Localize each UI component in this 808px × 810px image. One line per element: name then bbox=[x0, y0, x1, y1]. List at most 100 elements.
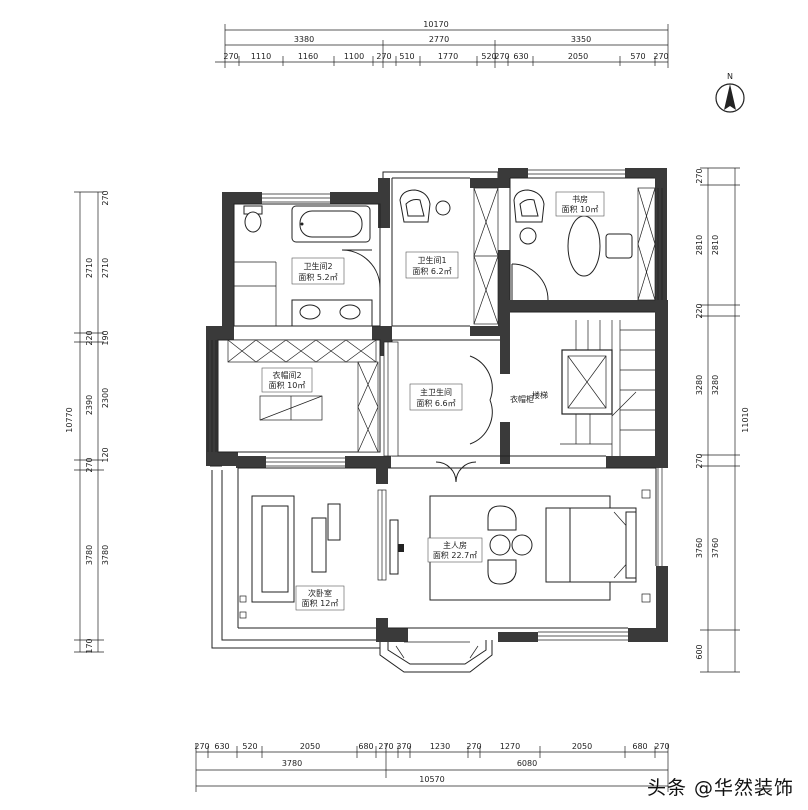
staircase bbox=[560, 320, 655, 456]
svg-text:卫生间1: 卫生间1 bbox=[417, 255, 446, 265]
left-total-dim: 10770 bbox=[65, 407, 74, 432]
bottom-detail-dim: 680 bbox=[358, 742, 373, 751]
bathtub-icon bbox=[291, 205, 371, 243]
room-label-bath2: 卫生间2 面积 5.2㎡ bbox=[291, 257, 345, 285]
north-arrow-icon: N bbox=[715, 72, 745, 113]
top-dimension-lines: 10170 3380 2770 3350 270 1110 1160 1100 … bbox=[215, 20, 669, 68]
door-swing-icon bbox=[341, 249, 381, 289]
top-dim-seg-2: 2770 bbox=[429, 35, 449, 44]
left-dim-seg: 220 bbox=[85, 330, 94, 345]
walls bbox=[206, 168, 668, 642]
left-dim-seg: 3780 bbox=[101, 545, 110, 565]
left-dim-seg: 2710 bbox=[101, 258, 110, 278]
top-detail-dim: 270 bbox=[376, 52, 391, 61]
right-dim-seg: 3280 bbox=[711, 375, 720, 395]
svg-text:次卧室: 次卧室 bbox=[308, 588, 332, 598]
right-dim-seg: 2810 bbox=[711, 235, 720, 255]
room-label-bedroom2: 次卧室 面积 12㎡ bbox=[295, 585, 345, 611]
room-label-stair: 楼梯 bbox=[532, 390, 548, 400]
room-label-bath1: 卫生间1 面积 6.2㎡ bbox=[405, 251, 459, 279]
room-label-study: 书房 面积 10㎡ bbox=[555, 191, 605, 217]
bottom-detail-dim: 2050 bbox=[572, 742, 592, 751]
right-dim-seg: 3280 bbox=[695, 375, 704, 395]
top-detail-dim: 520 bbox=[481, 52, 496, 61]
right-dim-seg: 220 bbox=[695, 303, 704, 318]
bottom-detail-dim: 630 bbox=[214, 742, 229, 751]
bottom-detail-dim: 270 bbox=[194, 742, 209, 751]
door-swing-icon bbox=[511, 263, 549, 301]
svg-text:卫生间2: 卫生间2 bbox=[303, 261, 332, 271]
bottom-total-dim: 10570 bbox=[419, 775, 444, 784]
top-dim-seg-1: 3380 bbox=[294, 35, 314, 44]
cabinet-label: 衣帽柜 bbox=[510, 394, 534, 404]
svg-text:面积 6.2㎡: 面积 6.2㎡ bbox=[412, 266, 451, 276]
right-dim-seg: 3760 bbox=[711, 538, 720, 558]
bottom-dim-seg: 3780 bbox=[282, 759, 302, 768]
side-table-icon bbox=[435, 200, 451, 216]
desk-icon bbox=[311, 503, 341, 573]
top-detail-dim: 2050 bbox=[568, 52, 588, 61]
left-dimension-lines: 10770 2710 2710 220 2390 2300 270 3780 3… bbox=[65, 190, 110, 653]
right-dim-seg: 2810 bbox=[695, 235, 704, 255]
closet-cabinet-column bbox=[357, 361, 379, 453]
svg-text:面积 6.6㎡: 面积 6.6㎡ bbox=[416, 398, 455, 408]
top-detail-dim: 1100 bbox=[344, 52, 364, 61]
right-dimension-lines: 270 2810 2810 220 3280 3280 270 3760 376… bbox=[695, 167, 750, 673]
left-dim-small: 120 bbox=[101, 447, 110, 462]
left-dim-seg: 170 bbox=[85, 638, 94, 653]
bottom-detail-dim: 680 bbox=[632, 742, 647, 751]
top-detail-dim: 1110 bbox=[251, 52, 271, 61]
armchair-icon bbox=[399, 189, 431, 223]
round-stool-icon bbox=[519, 227, 537, 245]
top-total-dim: 10170 bbox=[423, 20, 448, 29]
svg-text:主人房: 主人房 bbox=[443, 540, 467, 550]
bottom-detail-dim: 2050 bbox=[300, 742, 320, 751]
bottom-detail-dim: 270 bbox=[466, 742, 481, 751]
left-dim-seg: 2710 bbox=[85, 258, 94, 278]
closet-cabinet-row bbox=[227, 339, 377, 363]
right-total-dim: 11010 bbox=[741, 407, 750, 432]
left-dim-small: 190 bbox=[101, 330, 110, 345]
bottom-detail-dim: 270 bbox=[378, 742, 393, 751]
svg-text:面积 10㎡: 面积 10㎡ bbox=[562, 204, 599, 214]
room-label-master-bath: 主卫生间 面积 6.6㎡ bbox=[409, 383, 463, 411]
bed-icon bbox=[545, 507, 637, 583]
bath-partition bbox=[383, 341, 399, 457]
windows bbox=[207, 169, 663, 641]
top-dim-seg-3: 3350 bbox=[571, 35, 591, 44]
svg-text:面积 5.2㎡: 面积 5.2㎡ bbox=[298, 272, 337, 282]
svg-text:书房: 书房 bbox=[572, 194, 588, 204]
wall-socket-marks bbox=[239, 489, 651, 619]
svg-text:面积 22.7㎡: 面积 22.7㎡ bbox=[433, 550, 477, 560]
bottom-dim-seg: 6080 bbox=[517, 759, 537, 768]
top-detail-dim: 270 bbox=[653, 52, 668, 61]
top-detail-dim: 510 bbox=[399, 52, 414, 61]
bookshelf-cabinet bbox=[637, 187, 656, 301]
bedroom-door-marks bbox=[377, 489, 387, 581]
svg-text:面积 10㎡: 面积 10㎡ bbox=[269, 380, 306, 390]
left-dim-seg: 3780 bbox=[85, 545, 94, 565]
left-dim-seg: 2390 bbox=[85, 395, 94, 415]
left-dim-seg: 270 bbox=[85, 457, 94, 472]
right-dim-seg: 270 bbox=[695, 453, 704, 468]
dresser-table bbox=[259, 395, 323, 421]
top-detail-dim: 630 bbox=[513, 52, 528, 61]
top-detail-dim: 1770 bbox=[438, 52, 458, 61]
door-swing-icon bbox=[469, 355, 493, 445]
right-dim-seg: 3760 bbox=[695, 538, 704, 558]
right-dim-seg: 270 bbox=[695, 168, 704, 183]
bay-window bbox=[395, 641, 479, 659]
left-dim-small: 270 bbox=[101, 190, 110, 205]
bottom-detail-dim: 1270 bbox=[500, 742, 520, 751]
study-chair-icon bbox=[513, 189, 545, 223]
svg-text:面积 12㎡: 面积 12㎡ bbox=[302, 598, 339, 608]
top-detail-dim: 270 bbox=[494, 52, 509, 61]
top-detail-dim: 270 bbox=[223, 52, 238, 61]
top-detail-dim: 570 bbox=[630, 52, 645, 61]
lounge-chairs-icon bbox=[487, 505, 533, 585]
tv-cabinet-icon bbox=[389, 519, 404, 575]
inner-wall-lines bbox=[210, 177, 657, 629]
door-swing-icon bbox=[435, 461, 477, 483]
right-dim-seg: 600 bbox=[695, 644, 704, 659]
